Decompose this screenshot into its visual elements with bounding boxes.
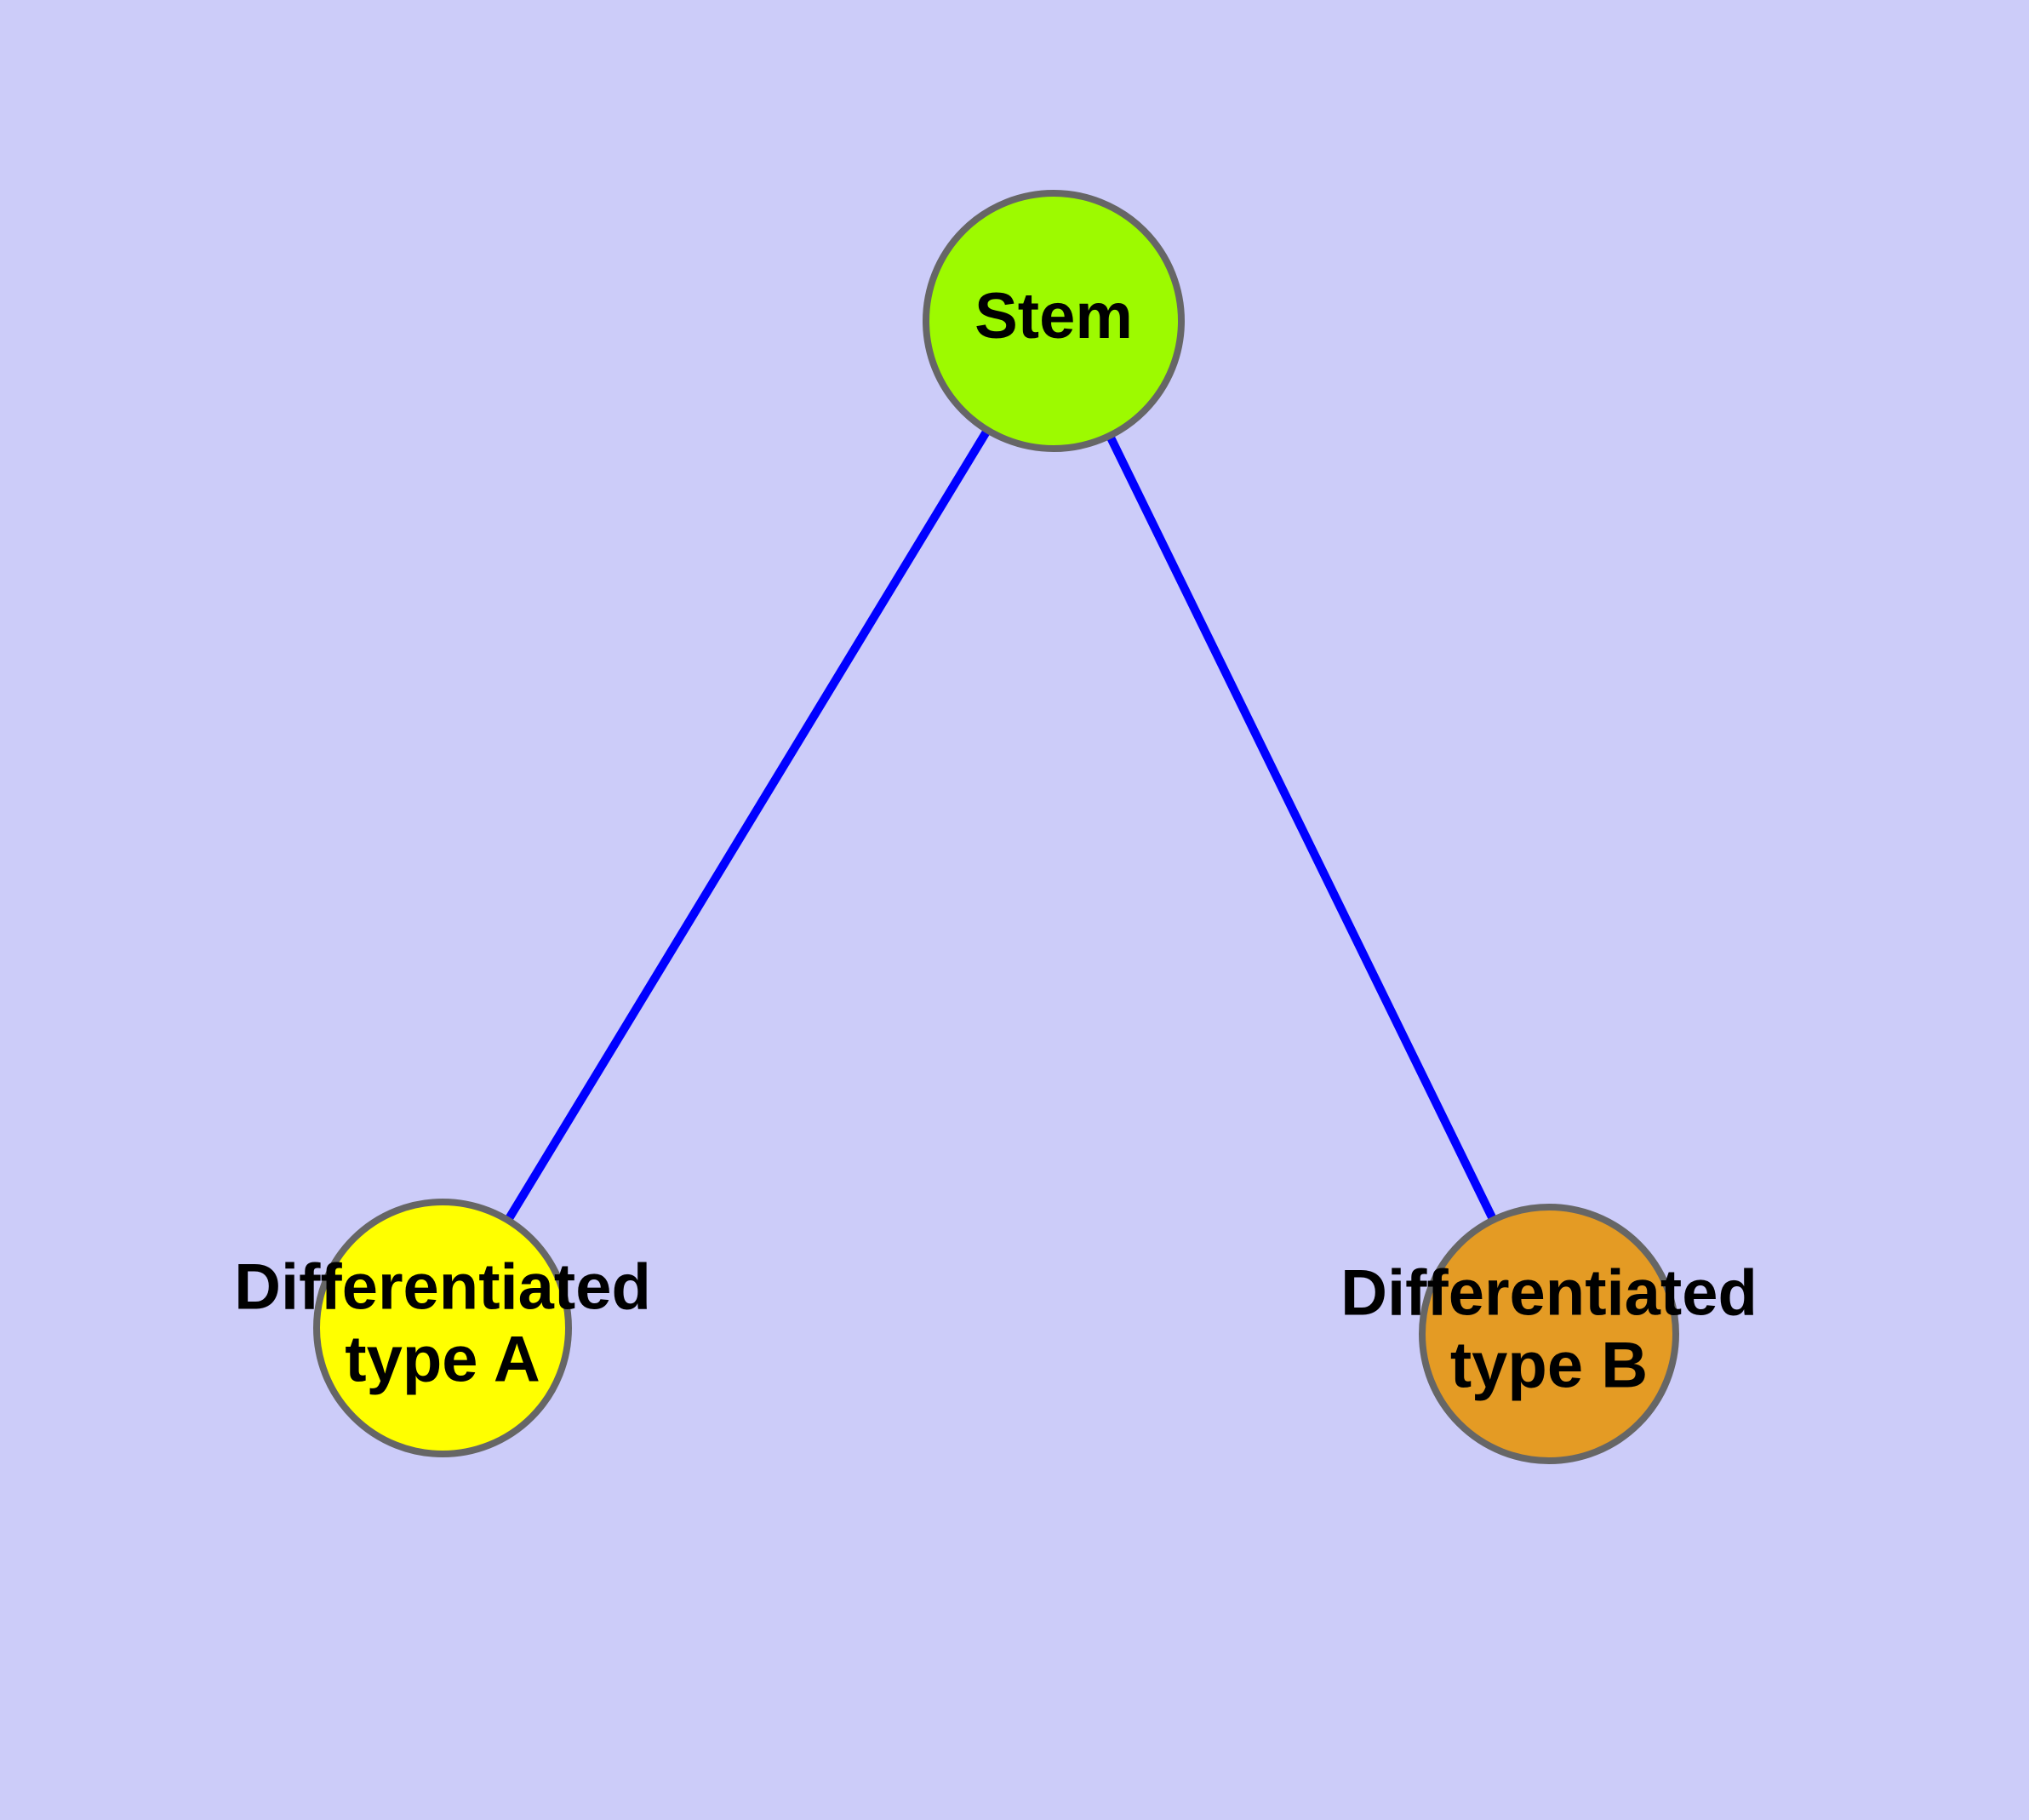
node-label-line: type A: [345, 1324, 540, 1396]
node-diff-a[interactable]: [313, 1199, 572, 1457]
node-label-stem: Stem: [974, 280, 1133, 352]
node-diff-b[interactable]: [1419, 1204, 1679, 1464]
node-label-line: Differentiated: [1340, 1257, 1758, 1330]
node-stem[interactable]: [923, 190, 1185, 452]
node-label-line: Differentiated: [234, 1251, 651, 1324]
node-label-line: Stem: [974, 280, 1133, 352]
node-label-line: type B: [1450, 1330, 1648, 1402]
edge-stem-to-diff-b[interactable]: [1049, 318, 1553, 1336]
edge-stem-to-diff-a[interactable]: [438, 318, 1058, 1331]
nodes-group: [313, 190, 1679, 1464]
edges-group: [438, 318, 1553, 1336]
